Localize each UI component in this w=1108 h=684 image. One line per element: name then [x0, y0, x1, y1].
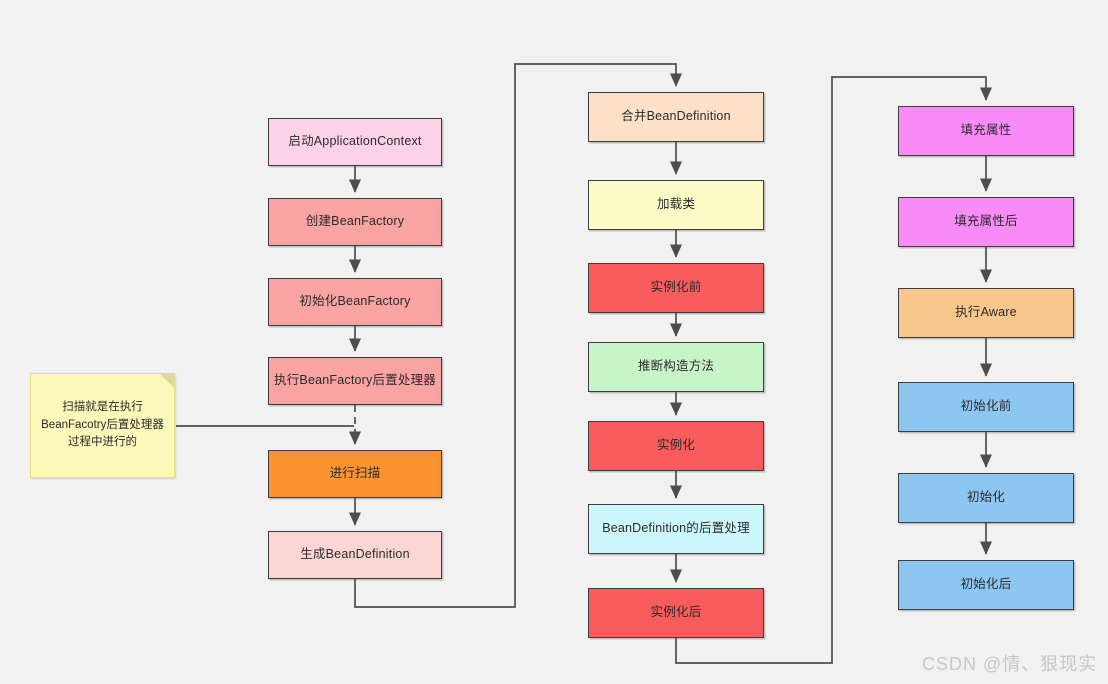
node-after-populate-properties[interactable]: 填充属性后: [898, 197, 1074, 247]
node-populate-properties[interactable]: 填充属性: [898, 106, 1074, 156]
node-init-bean-factory[interactable]: 初始化BeanFactory: [268, 278, 442, 326]
node-perform-scan[interactable]: 进行扫描: [268, 450, 442, 498]
node-after-instantiation[interactable]: 实例化后: [588, 588, 764, 638]
node-generate-bean-definition[interactable]: 生成BeanDefinition: [268, 531, 442, 579]
node-before-instantiation[interactable]: 实例化前: [588, 263, 764, 313]
node-execute-aware[interactable]: 执行Aware: [898, 288, 1074, 338]
node-after-initialization[interactable]: 初始化后: [898, 560, 1074, 610]
csdn-watermark: CSDN @情、狠现实: [922, 654, 1098, 674]
node-load-class[interactable]: 加载类: [588, 180, 764, 230]
node-instantiation[interactable]: 实例化: [588, 421, 764, 471]
node-initialization[interactable]: 初始化: [898, 473, 1074, 523]
node-start-application-context[interactable]: 启动ApplicationContext: [268, 118, 442, 166]
note-fold-corner: [160, 374, 174, 388]
node-merge-bean-definition[interactable]: 合并BeanDefinition: [588, 92, 764, 142]
sticky-note-scan: 扫描就是在执行 BeanFacotry后置处理器 过程中进行的: [30, 373, 175, 478]
sticky-note-text: 扫描就是在执行 BeanFacotry后置处理器 过程中进行的: [41, 400, 164, 449]
node-execute-bean-factory-post-processor[interactable]: 执行BeanFactory后置处理器: [268, 357, 442, 405]
node-create-bean-factory[interactable]: 创建BeanFactory: [268, 198, 442, 246]
node-infer-constructor[interactable]: 推断构造方法: [588, 342, 764, 392]
node-bean-definition-post-process[interactable]: BeanDefinition的后置处理: [588, 504, 764, 554]
node-before-initialization[interactable]: 初始化前: [898, 382, 1074, 432]
